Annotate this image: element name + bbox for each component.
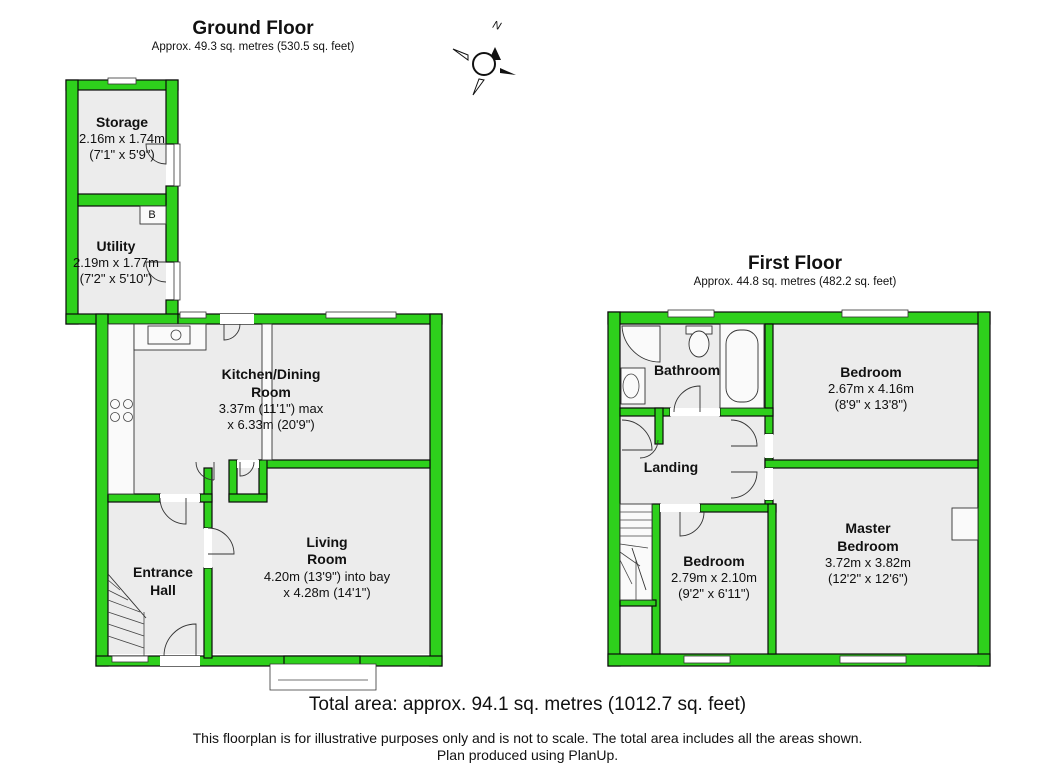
living-dimension-line-1: 4.20m (13'9") into bay [264, 569, 391, 584]
disclaimer: This floorplan is for illustrative purpo… [0, 730, 1055, 764]
living-dimension-line-2: x 4.28m (14'1") [283, 585, 370, 600]
floor-plan-drawing: .fl { fill:#ececec; } .wall { fill:#2ed0… [65, 19, 991, 691]
bathroom-label: Bathroom [654, 362, 720, 378]
living-label-line-2: Room [307, 551, 347, 567]
storage-imperial: (7'1" x 5'9") [89, 147, 155, 162]
utility-metric: 2.19m x 1.77m [73, 255, 159, 270]
master-bedroom-metric: 3.72m x 3.82m [825, 555, 911, 570]
bedroom-1-metric: 2.67m x 4.16m [828, 381, 914, 396]
bedroom-1-imperial: (8'9" x 13'8") [835, 397, 908, 412]
compass-north-label: N [491, 19, 503, 33]
master-bedroom-label-line-1: Master [845, 520, 891, 536]
ground-floor-plan: Storage 2.16m x 1.74m (7'1" x 5'9") B Ut… [65, 77, 443, 691]
storage-metric: 2.16m x 1.74m [79, 131, 165, 146]
bedroom-1-label: Bedroom [840, 364, 901, 380]
hall-label-line-1: Entrance [133, 564, 193, 580]
total-area: Total area: approx. 94.1 sq. metres (101… [308, 694, 747, 715]
bedroom-2-label: Bedroom [683, 553, 744, 569]
master-bedroom-imperial: (12'2" x 12'6") [828, 571, 908, 586]
bedroom-2-metric: 2.79m x 2.10m [671, 570, 757, 585]
landing-label: Landing [644, 459, 698, 475]
kitchen-label-line-1: Kitchen/Dining [222, 366, 321, 382]
storage-label: Storage [96, 114, 148, 130]
disclaimer-line-1: This floorplan is for illustrative purpo… [192, 730, 863, 746]
utility-imperial: (7'2" x 5'10") [80, 271, 153, 286]
first-floor-plan: Bathroom Bedroom 2.67m x 4.16m (8'9" x 1… [607, 309, 991, 667]
kitchen-label-line-2: Room [251, 384, 291, 400]
utility-label: Utility [97, 238, 136, 254]
kitchen-dimension-line-1: 3.37m (11'1") max [219, 401, 324, 416]
hall-label-line-2: Hall [150, 582, 176, 598]
first-floor-title: First Floor [748, 253, 842, 274]
ground-floor-title: Ground Floor [192, 18, 314, 39]
kitchen-dimension-line-2: x 6.33m (20'9") [227, 417, 314, 432]
boiler-marker: B [148, 209, 155, 221]
ground-floor-area: Approx. 49.3 sq. metres (530.5 sq. feet) [151, 41, 355, 53]
first-floor-area: Approx. 44.8 sq. metres (482.2 sq. feet) [693, 276, 897, 288]
ground-floor-heading: Ground Floor Approx. 49.3 sq. metres (53… [133, 18, 373, 54]
ground-floor-stairs [107, 573, 147, 656]
living-label-line-1: Living [306, 534, 347, 550]
disclaimer-line-2: Plan produced using PlanUp. [436, 747, 619, 763]
bedroom-2-imperial: (9'2" x 6'11") [678, 586, 750, 601]
master-bedroom-label-line-2: Bedroom [837, 538, 898, 554]
first-floor-heading: First Floor Approx. 44.8 sq. metres (482… [670, 253, 920, 289]
first-floor-stairs [619, 503, 653, 601]
compass-icon: N [452, 19, 516, 96]
